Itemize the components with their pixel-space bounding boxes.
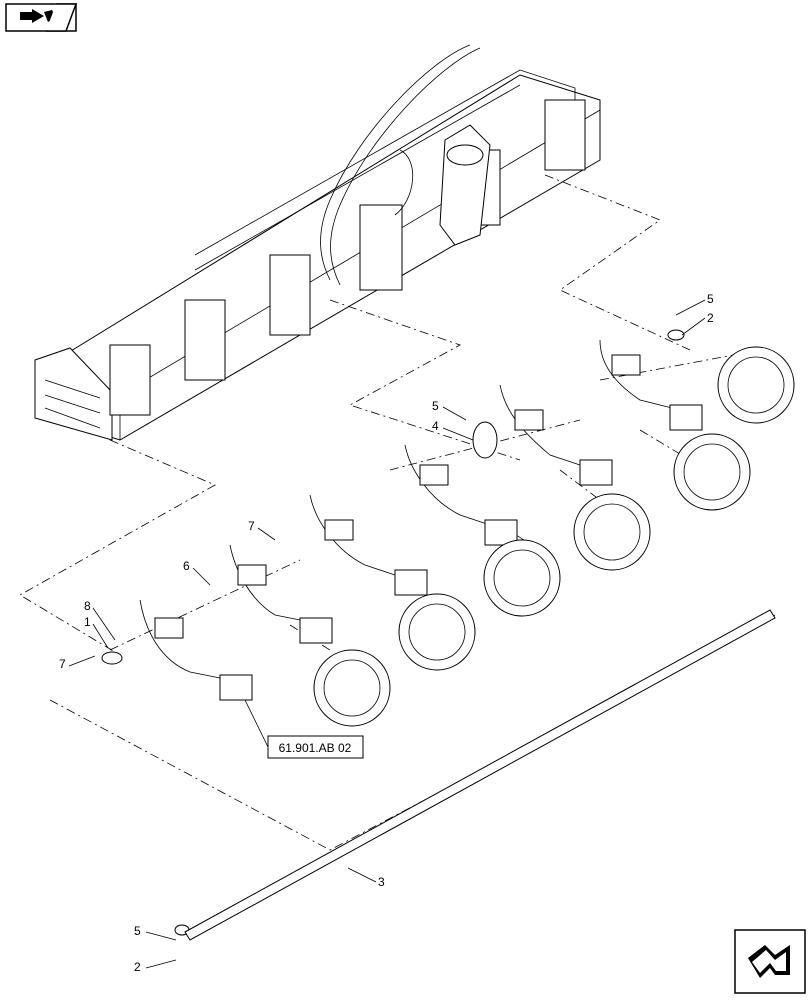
callout-5: 5 xyxy=(134,924,141,938)
callout-2: 2 xyxy=(134,960,141,974)
callout-8: 8 xyxy=(84,599,91,613)
page-forward-icon[interactable] xyxy=(734,929,806,994)
callout-5: 5 xyxy=(707,292,714,306)
reference-box[interactable]: 61.901.AB 02 xyxy=(244,699,364,759)
callout-3: 3 xyxy=(378,875,385,889)
row-unit xyxy=(599,339,795,431)
callout-1: 1 xyxy=(84,615,91,629)
drive-shaft xyxy=(184,609,776,941)
callout-2: 2 xyxy=(707,311,714,325)
callout-4: 4 xyxy=(432,419,439,433)
bearing-flange xyxy=(101,329,685,936)
row-unit xyxy=(139,599,391,727)
row-unit xyxy=(229,544,476,671)
row-unit xyxy=(404,444,651,571)
toolbar-frame xyxy=(34,44,601,441)
page-back-icon[interactable] xyxy=(5,3,78,32)
row-unit xyxy=(309,494,561,617)
row-unit xyxy=(499,384,751,511)
callout-7: 7 xyxy=(59,657,66,671)
callouts: 5 2 5 4 7 6 8 1 7 3 5 2 xyxy=(59,292,714,974)
reference-label: 61.901.AB 02 xyxy=(279,741,352,755)
callout-5: 5 xyxy=(432,399,439,413)
callout-6: 6 xyxy=(183,559,190,573)
row-bracket xyxy=(109,99,586,416)
callout-7: 7 xyxy=(248,519,255,533)
